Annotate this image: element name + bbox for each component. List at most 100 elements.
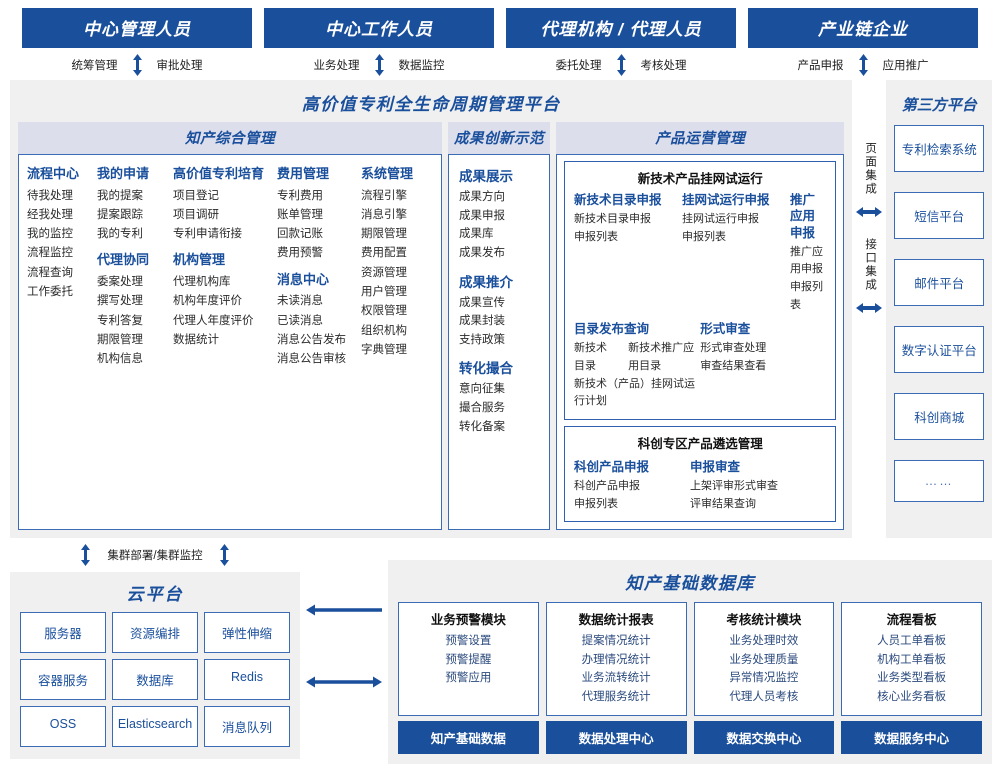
database-card-item[interactable]: 核心业务看板 (877, 691, 947, 704)
menu-item[interactable]: 推广应用申报 (790, 245, 823, 276)
panel-kechuang-selection: 科创专区产品遴选管理 科创产品申报 科创产品申报 申报列表 申报审查 上架评审形… (564, 425, 837, 523)
database-card-item[interactable]: 业务流转统计 (581, 672, 651, 685)
database-card-item[interactable]: 提案情况统计 (581, 635, 651, 648)
menu-item[interactable]: 消息公告发布 (277, 333, 346, 346)
third-party-item[interactable]: 短信平台 (894, 192, 984, 239)
database-card-item[interactable]: 预警设置 (445, 635, 492, 648)
menu-item[interactable]: 评审结果查询 (690, 497, 756, 510)
menu-item[interactable]: 期限管理 (361, 228, 407, 241)
menu-item[interactable]: 新技术推广应用目录 (628, 342, 695, 372)
database-card-item[interactable]: 预警应用 (445, 672, 492, 685)
menu-item[interactable]: 意向征集 (459, 383, 505, 396)
menu-item[interactable]: 新技术目录 (574, 342, 607, 372)
menu-item[interactable]: 费用配置 (361, 247, 407, 260)
menu-item[interactable]: 回款记账 (277, 228, 323, 241)
menu-column: 新技术目录申报 新技术目录申报 申报列表 (574, 192, 682, 314)
menu-item[interactable]: 项目调研 (173, 208, 219, 221)
menu-item[interactable]: 挂网试运行申报 (682, 213, 759, 226)
menu-item[interactable]: 新技术（产品）挂网试运行计划 (574, 377, 695, 408)
menu-item[interactable]: 我的提案 (97, 189, 143, 202)
database-footer-button[interactable]: 数据交换中心 (693, 720, 835, 754)
menu-item[interactable]: 权限管理 (361, 305, 407, 318)
menu-item[interactable]: 成果宣传 (459, 296, 505, 309)
menu-item[interactable]: 审查结果查看 (700, 359, 767, 372)
menu-item[interactable]: 成果库 (459, 228, 494, 241)
menu-item[interactable]: 机构年度评价 (173, 295, 242, 308)
database-card-item[interactable]: 机构工单看板 (877, 653, 947, 666)
database-card-item[interactable]: 预警提醒 (445, 653, 492, 666)
cloud-service-cell[interactable]: 数据库 (112, 659, 198, 701)
menu-item[interactable]: 数据统计 (173, 333, 219, 346)
third-party-item[interactable]: 科创商城 (894, 393, 984, 440)
menu-item[interactable]: 流程查询 (27, 266, 73, 279)
menu-item[interactable]: 机构信息 (97, 353, 143, 366)
cloud-service-cell[interactable]: 服务器 (20, 612, 106, 654)
menu-item[interactable]: 成果申报 (459, 209, 505, 222)
menu-item[interactable]: 专利费用 (277, 189, 323, 202)
menu-item[interactable]: 科创产品申报 (574, 480, 640, 492)
cloud-service-cell[interactable]: OSS (20, 706, 106, 748)
menu-item[interactable]: 已读消息 (277, 314, 323, 327)
menu-item[interactable]: 项目登记 (173, 189, 219, 202)
database-card-item[interactable]: 业务处理质量 (729, 653, 799, 666)
menu-item[interactable]: 申报列表 (790, 280, 823, 311)
menu-item[interactable]: 我的专利 (97, 228, 143, 241)
cloud-platform-title: 云平台 (126, 585, 184, 605)
menu-item[interactable]: 组织机构 (361, 324, 407, 337)
database-card-item[interactable]: 异常情况监控 (729, 672, 799, 685)
menu-item[interactable]: 撮合服务 (459, 402, 505, 414)
menu-item[interactable]: 我的监控 (27, 228, 73, 241)
menu-item[interactable]: 消息公告审核 (277, 353, 346, 366)
menu-item[interactable]: 代理人年度评价 (173, 314, 254, 327)
menu-item[interactable]: 成果发布 (459, 246, 505, 259)
database-card-item[interactable]: 人员工单看板 (877, 635, 947, 648)
cloud-service-cell[interactable]: 资源编排 (112, 612, 198, 654)
cloud-service-cell[interactable]: Redis (204, 659, 290, 701)
menu-item[interactable]: 撰写处理 (97, 295, 143, 308)
menu-item[interactable]: 用户管理 (361, 286, 407, 299)
database-footer-button[interactable]: 数据处理中心 (545, 720, 687, 754)
menu-item[interactable]: 成果封装 (459, 315, 505, 328)
database-card-item[interactable]: 代理人员考核 (729, 691, 799, 704)
menu-item[interactable]: 申报列表 (574, 230, 618, 243)
third-party-item[interactable]: 数字认证平台 (894, 326, 984, 373)
menu-item[interactable]: 工作委托 (27, 286, 73, 299)
menu-item[interactable]: 专利答复 (97, 314, 143, 327)
third-party-item-more[interactable]: …… (894, 460, 984, 502)
menu-item[interactable]: 委案处理 (97, 276, 143, 289)
cloud-service-cell[interactable]: 消息队列 (204, 706, 290, 748)
menu-item[interactable]: 申报列表 (574, 497, 618, 510)
menu-item[interactable]: 字典管理 (361, 344, 407, 357)
menu-item[interactable]: 消息引擎 (361, 208, 407, 221)
menu-item[interactable]: 成果方向 (459, 191, 505, 203)
database-card-item[interactable]: 业务处理时效 (729, 635, 799, 648)
menu-item[interactable]: 资源管理 (361, 266, 407, 279)
cloud-service-cell[interactable]: Elasticsearch (112, 706, 198, 748)
menu-item[interactable]: 形式审查处理 (700, 342, 767, 355)
menu-item[interactable]: 经我处理 (27, 208, 73, 221)
database-card-item[interactable]: 业务类型看板 (877, 672, 947, 685)
menu-item[interactable]: 支持政策 (459, 333, 505, 346)
cloud-service-cell[interactable]: 弹性伸缩 (204, 612, 290, 654)
third-party-item[interactable]: 专利检索系统 (894, 125, 984, 172)
menu-item[interactable]: 待我处理 (27, 189, 73, 202)
menu-item[interactable]: 期限管理 (97, 333, 143, 346)
menu-item[interactable]: 账单管理 (277, 208, 323, 221)
menu-item[interactable]: 申报列表 (682, 230, 726, 243)
menu-item[interactable]: 费用预警 (277, 247, 323, 260)
menu-item[interactable]: 代理机构库 (173, 276, 231, 289)
menu-item[interactable]: 上架评审形式审查 (690, 480, 778, 492)
database-card-item[interactable]: 办理情况统计 (581, 653, 651, 666)
menu-item[interactable]: 专利申请衔接 (173, 228, 242, 241)
menu-item[interactable]: 流程引擎 (361, 189, 407, 202)
menu-item[interactable]: 转化备案 (459, 420, 505, 433)
menu-item[interactable]: 未读消息 (277, 295, 323, 308)
menu-item[interactable]: 提案跟踪 (97, 208, 143, 221)
third-party-item[interactable]: 邮件平台 (894, 259, 984, 306)
database-footer-button[interactable]: 数据服务中心 (841, 720, 982, 754)
cloud-service-cell[interactable]: 容器服务 (20, 659, 106, 701)
menu-item[interactable]: 流程监控 (27, 247, 73, 260)
database-card-item[interactable]: 代理服务统计 (581, 691, 651, 704)
menu-item[interactable]: 新技术目录申报 (574, 213, 651, 226)
database-footer-button[interactable]: 知产基础数据 (398, 720, 539, 754)
